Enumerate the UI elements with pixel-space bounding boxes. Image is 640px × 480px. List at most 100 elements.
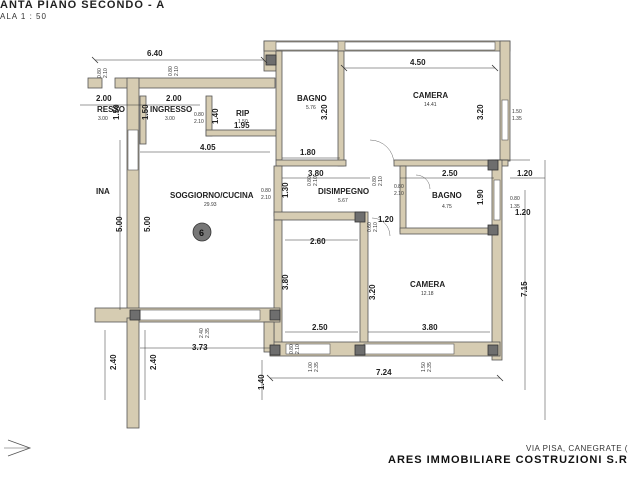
room-name: DISIMPEGNO <box>318 187 369 196</box>
doors <box>369 139 431 237</box>
unit-marker-number: 6 <box>199 228 204 238</box>
pillar <box>354 344 366 356</box>
window <box>493 179 501 221</box>
north-arrow-icon <box>4 439 32 457</box>
room-area: 5.67 <box>338 198 348 204</box>
wall <box>114 77 276 89</box>
opening-label: 0.80 <box>97 68 103 78</box>
dim-label: 2.60 <box>310 237 326 246</box>
dim-label: 3.20 <box>476 104 485 120</box>
dim-label: 2.00 <box>96 94 112 103</box>
opening-label: 0.80 <box>510 196 520 202</box>
room-name: BAGNO <box>432 191 462 200</box>
wall <box>399 227 499 235</box>
opening-label: 1.35 <box>510 204 520 210</box>
room-name: BAGNO <box>297 94 327 103</box>
dim-label: 2.50 <box>442 169 458 178</box>
opening-label: 2.10 <box>394 191 404 197</box>
opening-label: 2.10 <box>295 344 301 354</box>
opening-label: 2.10 <box>174 66 180 76</box>
wall <box>87 77 103 89</box>
dim-label: 1.50 <box>112 104 121 120</box>
pillar <box>487 224 499 236</box>
dim-label: 2.40 <box>109 354 118 370</box>
opening-labels: 0.80 2.10 0.80 2.10 0.80 2.10 1.50 1.35 … <box>97 66 522 372</box>
wall <box>263 321 275 353</box>
room-area: 3.00 <box>98 116 108 122</box>
window <box>139 309 261 321</box>
pillar <box>129 309 141 321</box>
opening-label: 2.35 <box>427 362 433 372</box>
dim-label: 3.80 <box>281 274 290 290</box>
wall <box>205 129 279 137</box>
dim-label: 1.90 <box>476 189 485 205</box>
dimension-labels: 6.40 4.50 2.00 2.00 4.05 1.80 3.80 2.50 … <box>96 49 533 390</box>
dim-label: 1.20 <box>515 208 531 217</box>
room-name: RESSO <box>97 105 125 114</box>
door-swing <box>415 174 431 190</box>
dim-label: 1.40 <box>257 374 266 390</box>
opening-label: 1.35 <box>512 116 522 122</box>
room-name: CAMERA <box>410 280 445 289</box>
wall <box>275 50 283 161</box>
pillar <box>269 309 281 321</box>
pillar <box>269 344 281 356</box>
windows <box>127 41 509 355</box>
dim-label: 2.50 <box>312 323 328 332</box>
address: VIA PISA, CANEGRATE ( <box>526 444 628 453</box>
opening-label: 0.80 <box>307 176 313 186</box>
room-name: RIP <box>236 109 250 118</box>
room-name: SOGGIORNO/CUCINA <box>170 191 254 200</box>
room-area: 12.18 <box>421 291 434 297</box>
dim-label: 3.20 <box>320 104 329 120</box>
dim-label: 6.40 <box>147 49 163 58</box>
dim-label: 3.80 <box>422 323 438 332</box>
pillar <box>487 344 499 356</box>
pillar <box>354 211 366 223</box>
dimension-lines <box>80 56 546 420</box>
dim-label: 1.20 <box>378 215 394 224</box>
wall <box>399 165 407 233</box>
opening-label: 1.50 <box>421 362 427 372</box>
pillar <box>487 159 499 171</box>
dim-label: 1.50 <box>141 104 150 120</box>
opening-label: 2.10 <box>261 195 271 201</box>
dim-label: 2.00 <box>166 94 182 103</box>
opening-label: 0.80 <box>394 184 404 190</box>
dim-label: 7.24 <box>376 368 392 377</box>
company-name: ARES IMMOBILIARE COSTRUZIONI S.R <box>388 454 628 466</box>
opening-label: 2.10 <box>313 176 319 186</box>
room-area: 4.75 <box>442 204 452 210</box>
pillars <box>129 54 499 356</box>
window <box>501 99 509 141</box>
plan-title: ANTA PIANO SECONDO - A <box>0 0 166 11</box>
opening-label: 0.80 <box>194 112 204 118</box>
wall <box>359 211 369 353</box>
dim-label: 2.40 <box>149 354 158 370</box>
opening-label: 2.35 <box>314 362 320 372</box>
room-area: 29.93 <box>204 202 217 208</box>
unit-marker-circle <box>192 222 212 242</box>
opening-label: 2.10 <box>373 222 379 232</box>
window <box>344 41 496 51</box>
dim-label: 1.80 <box>300 148 316 157</box>
room-labels: RESSO 3.00 INGRESSO 3.00 RIP 1.50 BAGNO … <box>96 91 462 297</box>
dim-label: 3.20 <box>368 284 377 300</box>
dim-label: 3.73 <box>192 343 208 352</box>
plan-scale: ALA 1 : 50 <box>0 12 47 21</box>
wall <box>275 159 347 167</box>
opening-label: 2.35 <box>205 328 211 338</box>
opening-label: 0.80 <box>372 176 378 186</box>
opening-label: 0.80 <box>289 344 295 354</box>
opening-label: 0.80 <box>261 188 271 194</box>
room-area: 5.76 <box>306 105 316 111</box>
room-name: INGRESSO <box>150 105 192 114</box>
dim-label: 5.00 <box>115 216 124 232</box>
window <box>285 343 331 355</box>
room-area: 1.50 <box>238 119 248 125</box>
opening-label: 2.10 <box>378 176 384 186</box>
dim-label: 4.05 <box>200 143 216 152</box>
opening-label: 2.40 <box>199 328 205 338</box>
dim-label: 3.80 <box>308 169 324 178</box>
